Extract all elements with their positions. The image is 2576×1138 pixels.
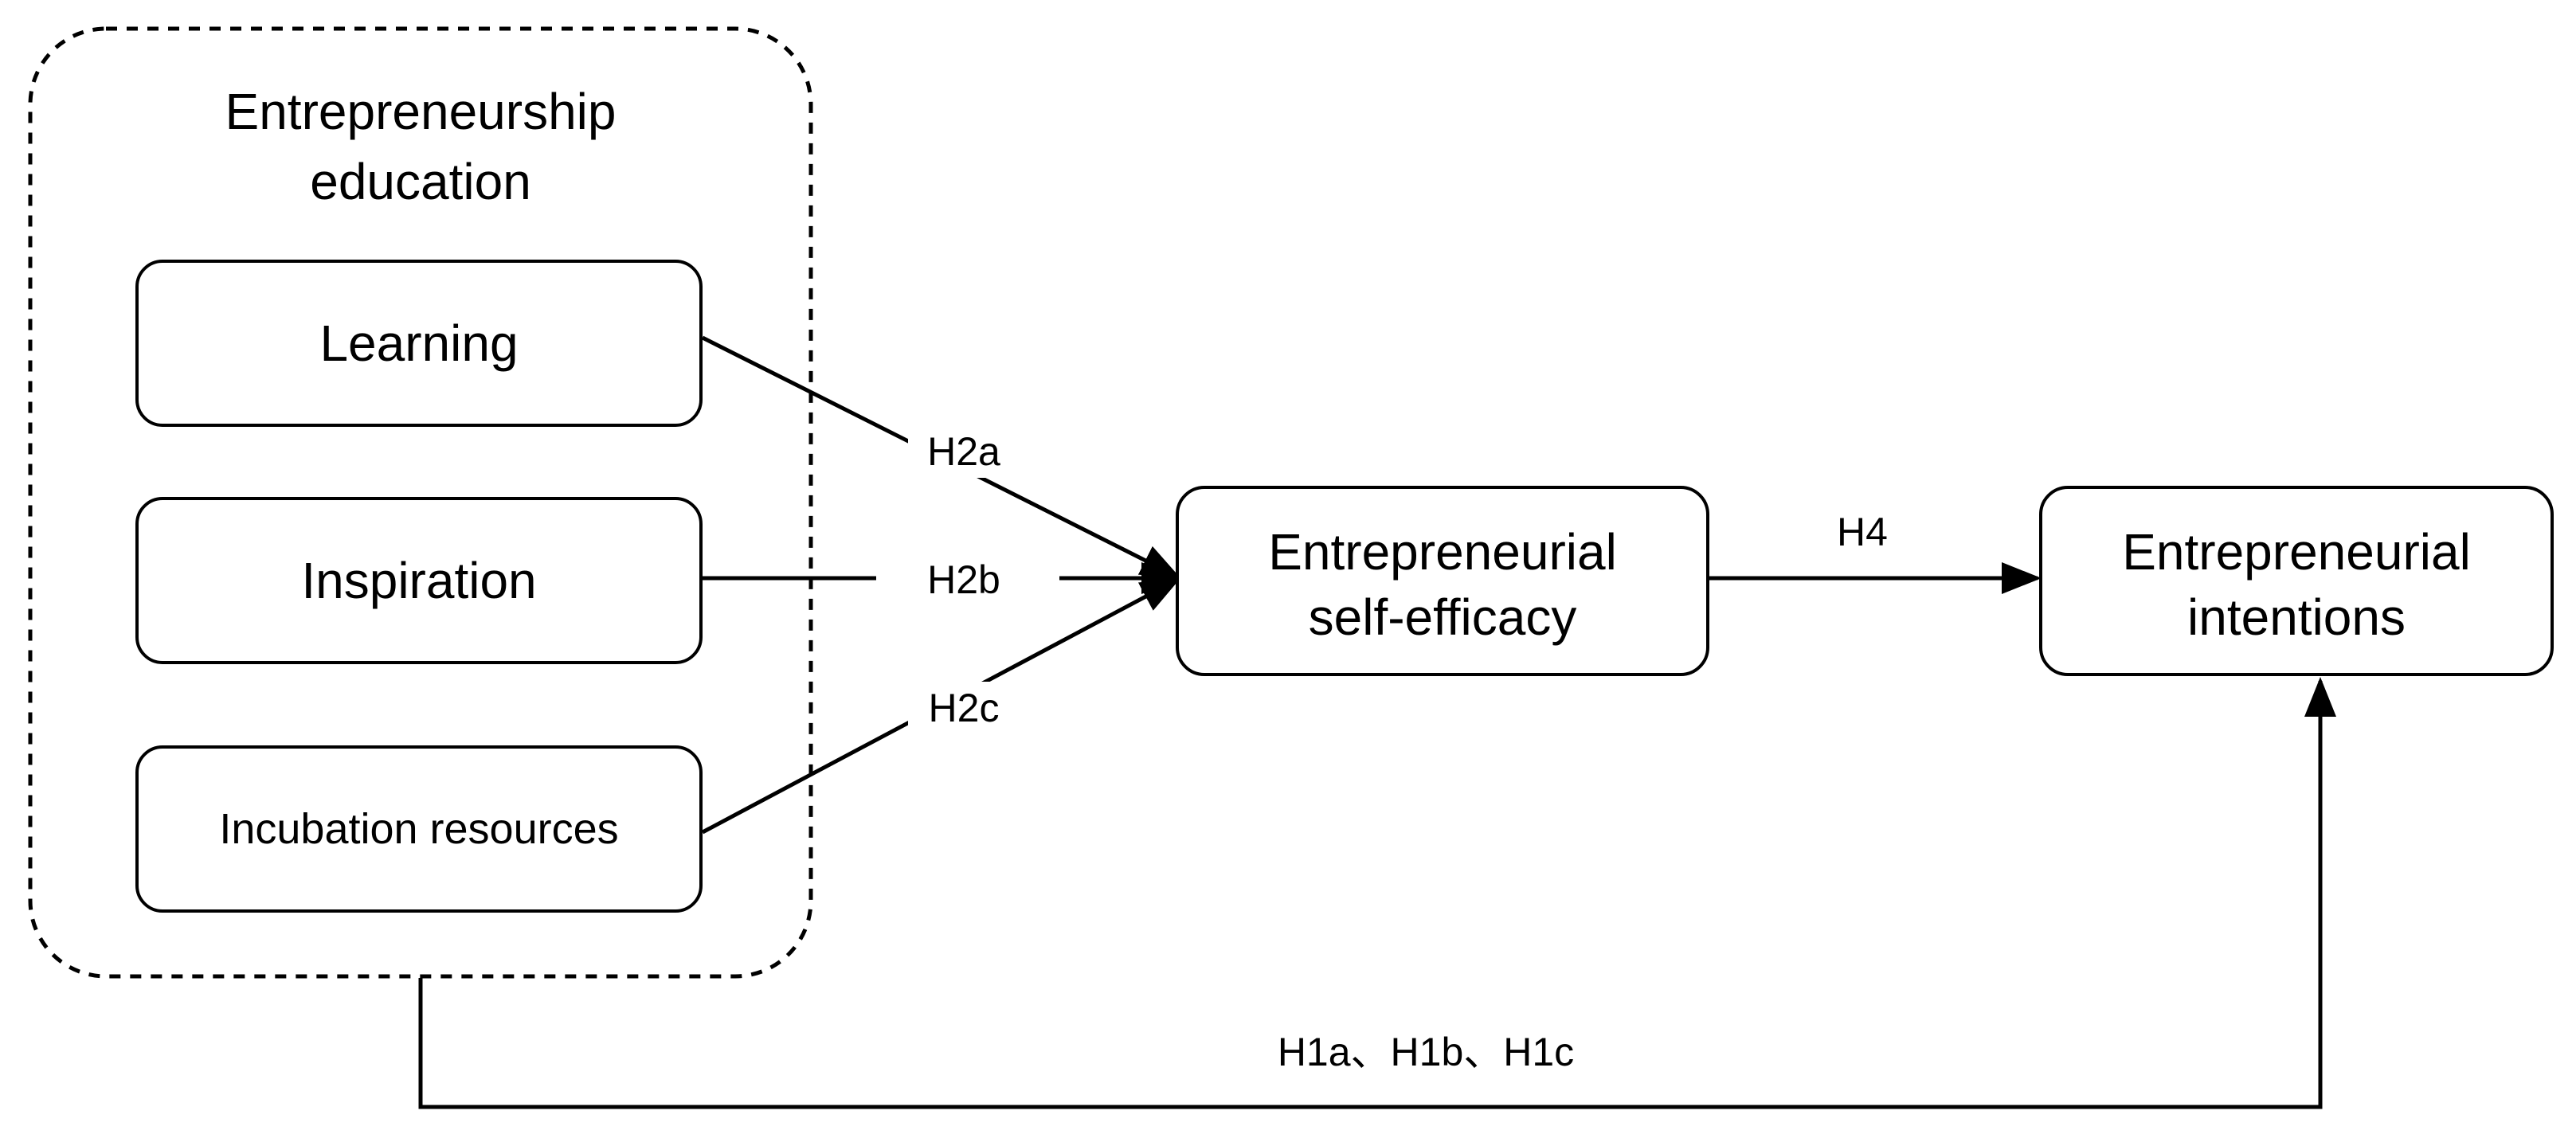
node-learning (135, 260, 703, 427)
entrepreneurship-education-group (28, 26, 813, 979)
edge-label-h2a: H2a (927, 429, 1000, 474)
node-self-efficacy (1176, 486, 1709, 676)
node-inspiration-label: Inspiration (301, 552, 536, 609)
node-inspiration (135, 497, 703, 664)
node-learning-label: Learning (319, 315, 518, 372)
edge-label-h4: H4 (1837, 510, 1888, 554)
node-incubation-label: Incubation resources (219, 805, 618, 853)
label-bg-h2a (908, 422, 1020, 478)
node-self-efficacy-line1: Entrepreneurial (1268, 523, 1617, 581)
group-title-line2: education (310, 153, 531, 210)
group-title-line1: Entrepreneurship (225, 83, 617, 140)
edge-education-to-intentions (418, 677, 2336, 1109)
node-intentions-line2: intentions (2187, 589, 2406, 646)
node-self-efficacy-line2: self-efficacy (1309, 589, 1577, 646)
edge-label-h1: H1a、H1b、H1c (1278, 1030, 1574, 1074)
node-incubation-resources (135, 745, 703, 913)
label-bg-h2c (908, 682, 1020, 737)
node-intentions (2039, 486, 2554, 676)
label-bg-h2b (876, 551, 1059, 607)
edge-label-h2c: H2c (929, 686, 1000, 730)
node-intentions-line1: Entrepreneurial (2122, 523, 2471, 581)
edge-label-h2b: H2b (927, 557, 1000, 602)
